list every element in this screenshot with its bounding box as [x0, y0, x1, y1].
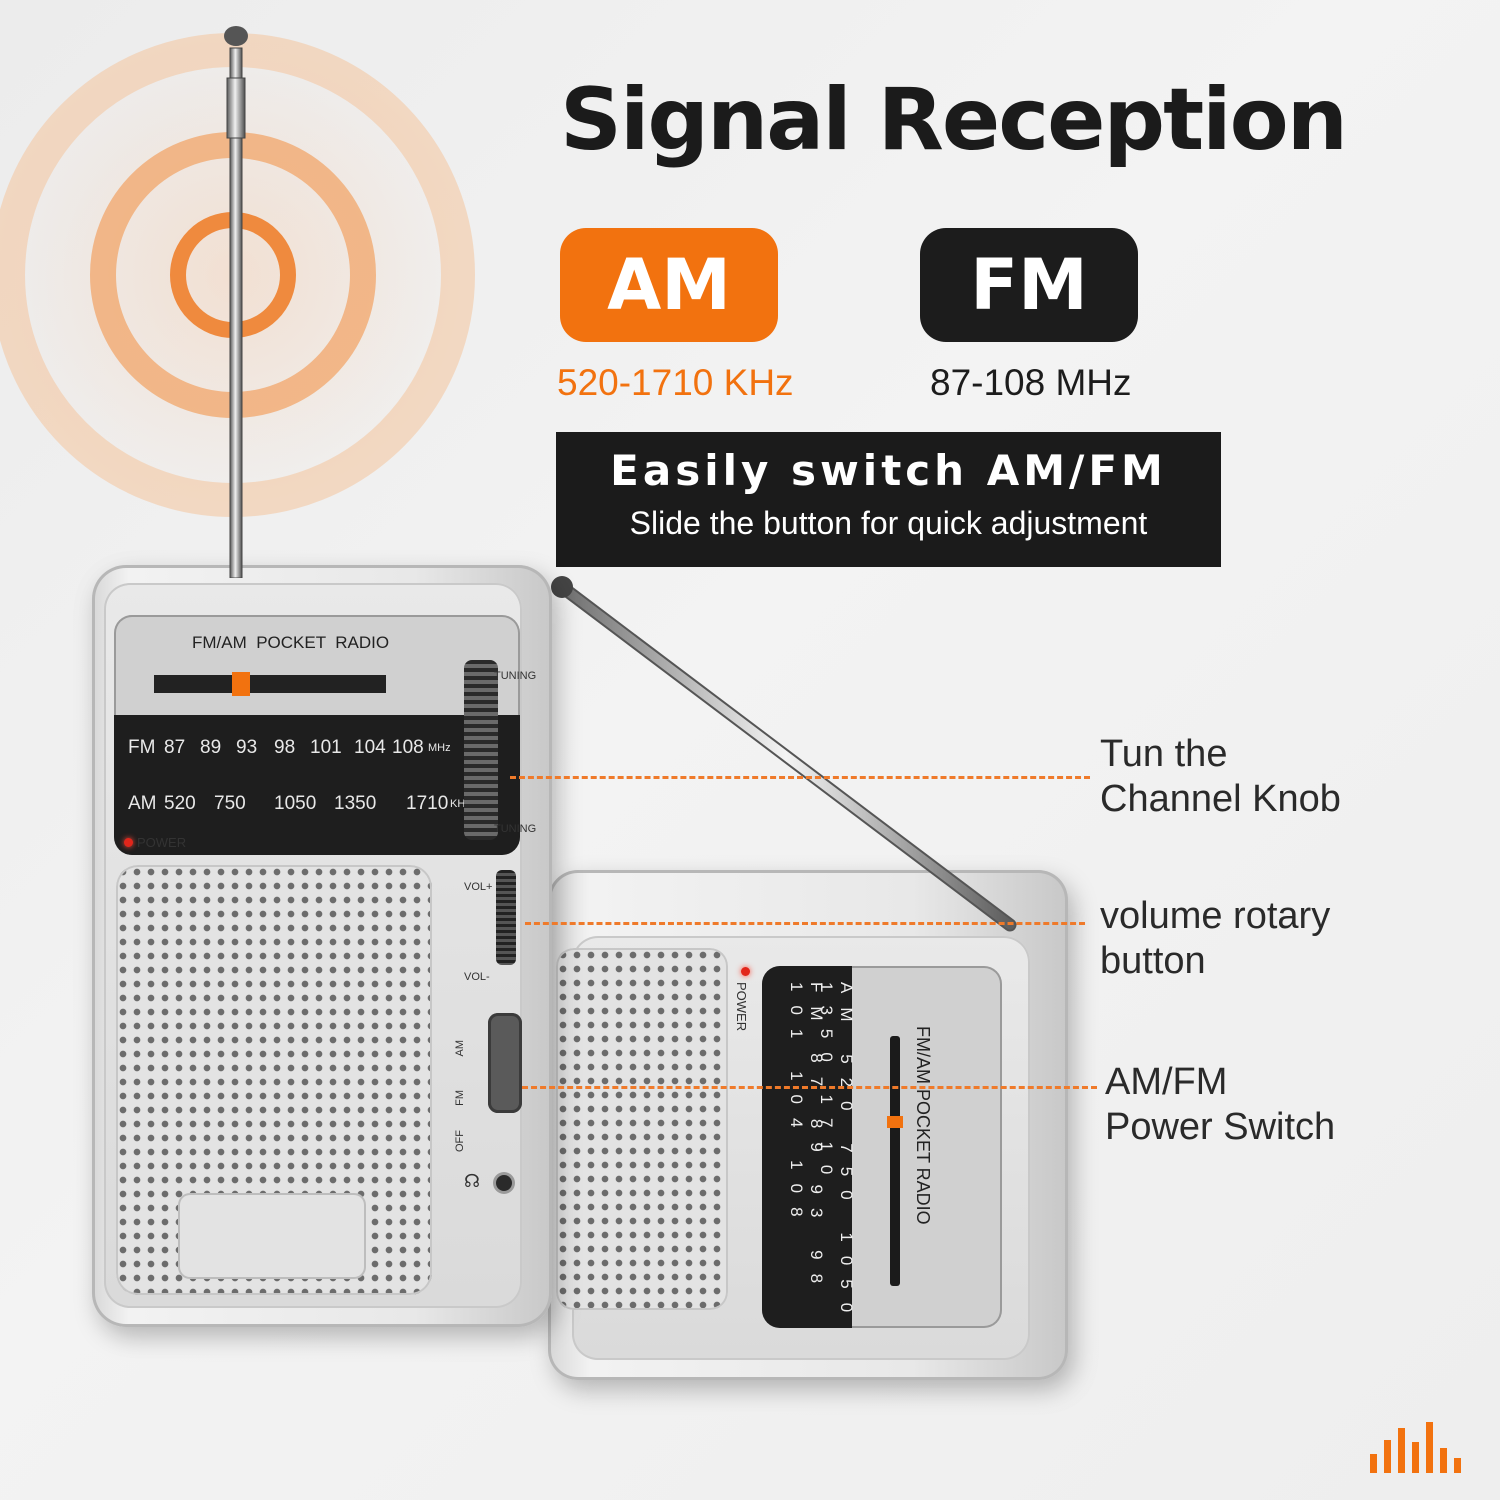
fm-unit: MHz: [428, 742, 451, 754]
fm-mark: 101: [310, 737, 342, 758]
am-row-label: AM: [128, 793, 157, 814]
tuning-knob[interactable]: [464, 660, 498, 840]
am-mark: 750: [214, 793, 246, 814]
equalizer-bars-icon: [1370, 1422, 1461, 1473]
switch-position-label: FM: [454, 1090, 466, 1106]
power-label: POWER: [137, 835, 187, 850]
tuning-dial: FM/AM POCKET RADIO FM 87 89 93 98 101 10…: [114, 615, 520, 855]
fm-range: 87-108 MHz: [930, 362, 1132, 403]
fm-row-label: FM: [128, 737, 156, 758]
callout-tuning: Tun the Channel Knob: [1100, 733, 1341, 820]
headline: Signal Reception: [560, 70, 1348, 170]
am-badge: AM: [560, 228, 778, 342]
callout-line-tuning: [510, 776, 1090, 779]
am-range: 520-1710 KHz: [557, 362, 794, 403]
callout-switch: AM/FM Power Switch: [1105, 1061, 1336, 1148]
am-mark: 520: [164, 793, 196, 814]
dial-pointer: [232, 672, 250, 696]
fm-badge: FM: [920, 228, 1138, 342]
volume-plus-label: VOL+: [464, 881, 493, 893]
fm-mark: 98: [274, 737, 296, 758]
volume-minus-label: VOL-: [464, 971, 490, 983]
fm-mark: 108: [392, 737, 424, 758]
headphone-jack[interactable]: [496, 1175, 512, 1191]
radio-back-view: POWER FM/AM POCKET RADIO FM 87 89 93 98 …: [548, 870, 1078, 1385]
switch-position-label: OFF: [454, 1130, 466, 1152]
fm-mark: 93: [236, 737, 258, 758]
fm-mark: 87: [164, 737, 186, 758]
callout-line-switch: [522, 1086, 1097, 1089]
fm-mark: 89: [200, 737, 222, 758]
power-led: [124, 838, 133, 847]
antenna-back: [551, 576, 1017, 932]
am-mark: 1710: [406, 793, 449, 814]
tuning-label: TUNING: [494, 823, 537, 835]
switch-banner-subtitle: Slide the button for quick adjustment: [629, 505, 1148, 541]
speaker-grille: [116, 865, 432, 1295]
switch-banner-title: Easily switch AM/FM: [610, 446, 1167, 495]
tuning-label: TUNING: [494, 670, 537, 682]
radio-front-view: FM/AM POCKET RADIO FM 87 89 93 98 101 10…: [92, 565, 562, 1330]
am-mark: 1350: [334, 793, 377, 814]
callout-volume: volume rotary button: [1100, 895, 1331, 982]
callout-line-volume: [525, 922, 1085, 925]
headphone-icon: ☊: [464, 1171, 480, 1191]
switch-position-label: AM: [454, 1040, 466, 1057]
am-mark: 1050: [274, 793, 317, 814]
fm-mark: 104: [354, 737, 386, 758]
volume-wheel[interactable]: [496, 870, 516, 965]
brand-label: FM/AM POCKET RADIO: [192, 633, 390, 652]
band-power-switch[interactable]: [488, 1013, 522, 1113]
antenna-front: [224, 26, 248, 578]
switch-banner: Easily switch AM/FM Slide the button for…: [556, 432, 1221, 567]
